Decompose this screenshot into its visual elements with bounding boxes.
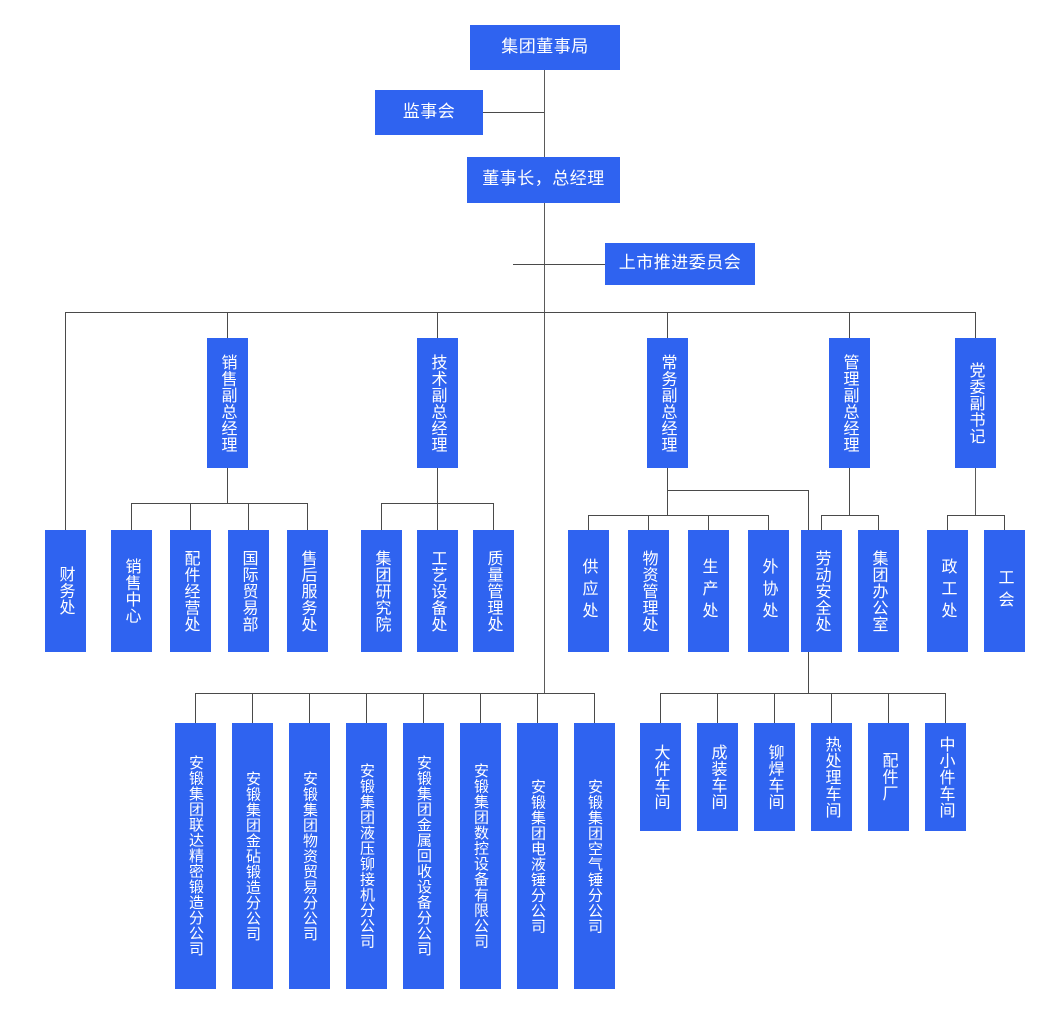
node-subsidiary-5[interactable]: 安锻集团金属回收设备分公司 (403, 723, 444, 989)
node-dept-quality-management[interactable]: 质量管理处 (473, 530, 514, 652)
node-dept-political-work[interactable]: 政工处 (927, 530, 968, 652)
connector-party-bus (947, 515, 1004, 516)
connector-workshop-drop-1 (660, 693, 661, 723)
connector-technical-child-1 (381, 503, 382, 530)
node-dept-outsourcing[interactable]: 外协处 (748, 530, 789, 652)
connector-party-child-1 (947, 515, 948, 530)
connector-executive-child-3 (708, 515, 709, 530)
node-dept-labor-union[interactable]: 工会 (984, 530, 1025, 652)
connector-management-child-2 (878, 515, 879, 530)
node-supervisors[interactable]: 监事会 (375, 90, 483, 135)
node-dept-sales-center[interactable]: 销售中心 (111, 530, 152, 652)
connector-drop-sales-vp (227, 312, 228, 338)
connector-party-stem (975, 468, 976, 515)
node-vp-executive[interactable]: 常务副总经理 (647, 338, 688, 468)
connector-sales-stem (227, 468, 228, 503)
node-dept-labor-safety[interactable]: 劳动安全处 (801, 530, 842, 652)
node-dept-research-institute[interactable]: 集团研究院 (361, 530, 402, 652)
connector-drop-technical-vp (437, 312, 438, 338)
connector-executive-stem (667, 468, 668, 490)
node-chairman[interactable]: 董事长，总经理 (467, 157, 620, 203)
node-dept-parts-business[interactable]: 配件经营处 (170, 530, 211, 652)
connector-drop-finance (65, 312, 66, 530)
connector-workshops-bus (660, 693, 945, 694)
node-vp-party[interactable]: 党委副书记 (955, 338, 996, 468)
node-workshop-3[interactable]: 铆焊车间 (754, 723, 795, 831)
node-workshop-2[interactable]: 成装车间 (697, 723, 738, 831)
connector-management-child-1 (821, 515, 822, 530)
node-subsidiary-1[interactable]: 安锻集团联达精密锻造分公司 (175, 723, 216, 989)
connector-technical-stem (437, 468, 438, 503)
connector-technical-child-2 (437, 503, 438, 530)
connector-sales-bus (131, 503, 307, 504)
node-workshop-6[interactable]: 中小件车间 (925, 723, 966, 831)
connector-drop-executive-vp (667, 312, 668, 338)
node-dept-supply[interactable]: 供应处 (568, 530, 609, 652)
node-dept-material-management[interactable]: 物资管理处 (628, 530, 669, 652)
node-board[interactable]: 集团董事局 (470, 25, 620, 70)
connector-management-bus (821, 515, 878, 516)
connector-ipo-committee (513, 264, 605, 265)
connector-management-stem (849, 468, 850, 515)
node-workshop-4[interactable]: 热处理车间 (811, 723, 852, 831)
node-subsidiary-2[interactable]: 安锻集团金砧锻造分公司 (232, 723, 273, 989)
connector-technical-child-3 (493, 503, 494, 530)
node-dept-production[interactable]: 生产处 (688, 530, 729, 652)
connector-executive-child-2 (648, 515, 649, 530)
connector-workshop-drop-6 (945, 693, 946, 723)
connector-subsidiary-drop-1 (195, 693, 196, 723)
connector-subsidiary-drop-8 (594, 693, 595, 723)
connector-subsidiary-drop-4 (366, 693, 367, 723)
connector-subsidiary-drop-5 (423, 693, 424, 723)
connector-subsidiary-drop-6 (480, 693, 481, 723)
node-workshop-5[interactable]: 配件厂 (868, 723, 909, 831)
node-subsidiary-7[interactable]: 安锻集团电液锤分公司 (517, 723, 558, 989)
node-ipo-committee[interactable]: 上市推进委员会 (605, 243, 755, 285)
connector-main-bus (65, 312, 976, 313)
connector-workshop-drop-5 (888, 693, 889, 723)
node-subsidiary-6[interactable]: 安锻集团数控设备有限公司 (460, 723, 501, 989)
connector-subsidiary-drop-7 (537, 693, 538, 723)
node-workshop-1[interactable]: 大件车间 (640, 723, 681, 831)
connector-subsidiaries-bus (195, 693, 595, 694)
connector-subsidiary-drop-3 (309, 693, 310, 723)
connector-sales-child-2 (190, 503, 191, 530)
connector-chairman-spine (544, 203, 545, 693)
connector-drop-management-vp (849, 312, 850, 338)
node-vp-management[interactable]: 管理副总经理 (829, 338, 870, 468)
node-dept-finance[interactable]: 财务处 (45, 530, 86, 652)
connector-sales-child-3 (248, 503, 249, 530)
node-subsidiary-4[interactable]: 安锻集团液压铆接机分公司 (346, 723, 387, 989)
connector-subsidiary-drop-2 (252, 693, 253, 723)
connector-workshop-drop-3 (774, 693, 775, 723)
connector-executive-bus (588, 515, 768, 516)
node-vp-sales[interactable]: 销售副总经理 (207, 338, 248, 468)
connector-sales-child-1 (131, 503, 132, 530)
connector-executive-child-1 (588, 515, 589, 530)
connector-board-chairman (544, 70, 545, 157)
node-dept-after-sales[interactable]: 售后服务处 (287, 530, 328, 652)
connector-executive-branch (667, 490, 808, 491)
node-subsidiary-8[interactable]: 安锻集团空气锤分公司 (574, 723, 615, 989)
connector-sales-child-4 (307, 503, 308, 530)
node-vp-technical[interactable]: 技术副总经理 (417, 338, 458, 468)
connector-party-child-2 (1004, 515, 1005, 530)
connector-workshop-drop-4 (831, 693, 832, 723)
connector-executive-child-4 (768, 515, 769, 530)
connector-drop-party-vp (975, 312, 976, 338)
connector-supervisors (483, 112, 544, 113)
node-dept-process-equipment[interactable]: 工艺设备处 (417, 530, 458, 652)
node-subsidiary-3[interactable]: 安锻集团物资贸易分公司 (289, 723, 330, 989)
node-dept-international-trade[interactable]: 国际贸易部 (228, 530, 269, 652)
node-dept-group-office[interactable]: 集团办公室 (858, 530, 899, 652)
connector-executive-stem-2 (667, 490, 668, 515)
connector-workshop-drop-2 (717, 693, 718, 723)
